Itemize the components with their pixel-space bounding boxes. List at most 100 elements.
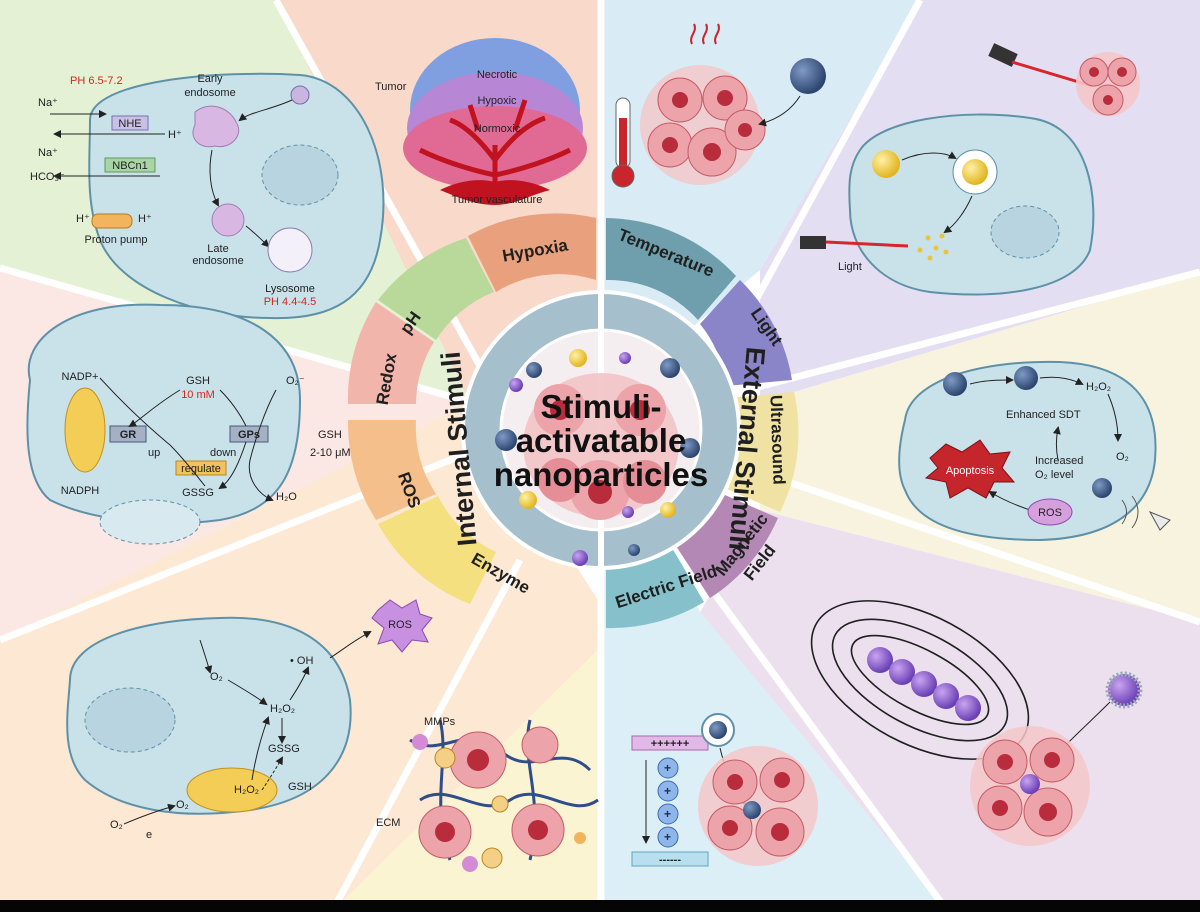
- ros-gsh: GSH: [288, 781, 312, 793]
- ultrasound-ros: ROS: [1038, 507, 1062, 519]
- ros-oh: • OH: [290, 655, 313, 667]
- center-title-line-3: nanoparticles: [494, 456, 709, 493]
- redox-regulate: regulate: [181, 463, 221, 475]
- light-label: Light: [838, 261, 862, 273]
- tab-band-redox: [347, 302, 434, 404]
- light-released-particles: [917, 233, 949, 261]
- redox-cell: [26, 303, 302, 525]
- redox-gssg: GSSG: [182, 487, 214, 499]
- svg-text:+: +: [664, 761, 671, 775]
- ultrasound-o2: O₂: [1116, 451, 1129, 463]
- ultrasound-waves-icon: [1121, 495, 1139, 529]
- nbcn1-transporter: [104, 157, 156, 173]
- ph-late-label-2: endosome: [192, 255, 243, 267]
- enzyme-ecm-label: ECM: [376, 817, 400, 829]
- tab-band-light: [700, 280, 792, 386]
- center-tumor-illustration: [495, 349, 700, 566]
- svg-text:+: +: [664, 784, 671, 798]
- ros-o2-b: O₂: [176, 799, 189, 811]
- tab-band-temperature: [606, 218, 736, 320]
- hypoxia-necrotic-label: Necrotic: [477, 69, 518, 81]
- ph-nhe: NHE: [118, 118, 141, 130]
- laser-icon-top: [988, 43, 1018, 67]
- ultrasound-ros-badge: [1027, 498, 1073, 526]
- hypoxia-tumor-label: Tumor: [375, 81, 407, 93]
- svg-text:+: +: [664, 807, 671, 821]
- early-endosome-shape: [192, 105, 240, 148]
- ros-h2o2-a: H₂O₂: [270, 703, 295, 715]
- bottom-bar: [0, 900, 1200, 912]
- tab-band-magnetic: [676, 492, 778, 598]
- heat-waves-icon: [690, 23, 720, 45]
- ros-o2-a: O₂: [210, 671, 223, 683]
- electric-panel: ++++++ ------ + + + +: [631, 713, 818, 867]
- sector-electric: [604, 402, 948, 912]
- ros-o2-c: O₂: [110, 819, 123, 831]
- regulate-box: [175, 460, 227, 476]
- ph-na-2: Na⁺: [38, 147, 58, 159]
- ph-hco3: HCO₃⁻: [30, 171, 65, 183]
- temperature-nanoparticle: [790, 58, 826, 94]
- ph-proton-pump: Proton pump: [85, 234, 148, 246]
- nhe-transporter: [111, 115, 149, 131]
- ros-gssg: GSSG: [268, 743, 300, 755]
- lysosome: [267, 227, 313, 273]
- gr-enzyme-box: [109, 425, 147, 443]
- ph-early-label-1: Early: [197, 73, 223, 85]
- charge-2: [657, 780, 679, 802]
- laser-icon-bottom: [800, 236, 826, 249]
- redox-gsh: GSH: [186, 375, 210, 387]
- ph-lysosome-label: Lysosome: [265, 283, 315, 295]
- redox-o2-minus: O₂⁻: [286, 375, 305, 387]
- tab-band-electric: [606, 548, 704, 629]
- ultrasound-apoptosis: Apoptosis: [946, 465, 995, 477]
- redox-gps: GPs: [238, 429, 260, 441]
- ph-early-label-2: endosome: [184, 87, 235, 99]
- apoptosis-burst: [924, 439, 1016, 499]
- light-tumor-cluster: [1076, 52, 1140, 116]
- tab-band-ros: [347, 420, 436, 520]
- electric-minus-row: ------: [659, 854, 681, 866]
- endocytic-vesicle: [290, 85, 310, 105]
- light-nucleus: [990, 205, 1060, 259]
- ultrasound-probe-icon: [1148, 511, 1171, 531]
- ultrasound-np-2: [1014, 366, 1038, 390]
- magnetic-chain-np-4: [933, 683, 959, 709]
- hypoxia-vasculature-label: Tumor vasculature: [452, 194, 543, 206]
- ph-nucleus: [261, 144, 339, 206]
- svg-text:+: +: [664, 830, 671, 844]
- ph-h-3: H⁺: [138, 213, 152, 225]
- ultrasound-increased-1: Increased: [1035, 455, 1083, 467]
- magnetic-chain-np-2: [889, 659, 915, 685]
- hypoxia-normoxic-label: Normoxic: [474, 123, 521, 135]
- magnetic-tumor-cluster: [970, 726, 1090, 846]
- redox-nadph: NADPH: [61, 485, 100, 497]
- tab-band-hypoxia: [468, 213, 596, 292]
- ros-burst-label: ROS: [388, 619, 412, 631]
- redox-up: up: [148, 447, 160, 459]
- magnetic-chain-np-5: [955, 695, 981, 721]
- ph-lysosome-range: PH 4.4-4.5: [264, 296, 317, 308]
- ros-panel: O₂ • OH ROS H₂O₂ GSSG GSH H₂O₂ O₂ O₂ e: [66, 599, 433, 841]
- light-panel: Light: [800, 43, 1140, 296]
- magnetic-chain-np-1: [867, 647, 893, 673]
- magnetic-chain-np-3: [911, 671, 937, 697]
- ph-panel: PH 6.5-7.2 Early endosome Late endosome …: [30, 72, 385, 320]
- ph-h-2: H⁺: [76, 213, 90, 225]
- redox-gsh-2: GSH: [318, 429, 342, 441]
- ultrasound-np-1: [943, 372, 967, 396]
- redox-gsh-conc: 10 mM: [181, 389, 215, 401]
- redox-nadp: NADP+: [62, 371, 99, 383]
- ultrasound-h2o2: H₂O₂: [1086, 381, 1111, 393]
- ph-nbcn1: NBCn1: [112, 160, 147, 172]
- tab-band-ph: [378, 238, 494, 340]
- vasculature-root: [440, 180, 550, 205]
- tab-band-enzyme: [378, 496, 496, 604]
- electric-plus-row: ++++++: [651, 738, 690, 750]
- ultrasound-panel: H₂O₂ Enhanced SDT Increased O₂ level O₂ …: [898, 360, 1171, 542]
- charge-1: [657, 757, 679, 779]
- light-cell: [848, 113, 1095, 296]
- hypoxia-hypoxic-label: Hypoxic: [477, 95, 517, 107]
